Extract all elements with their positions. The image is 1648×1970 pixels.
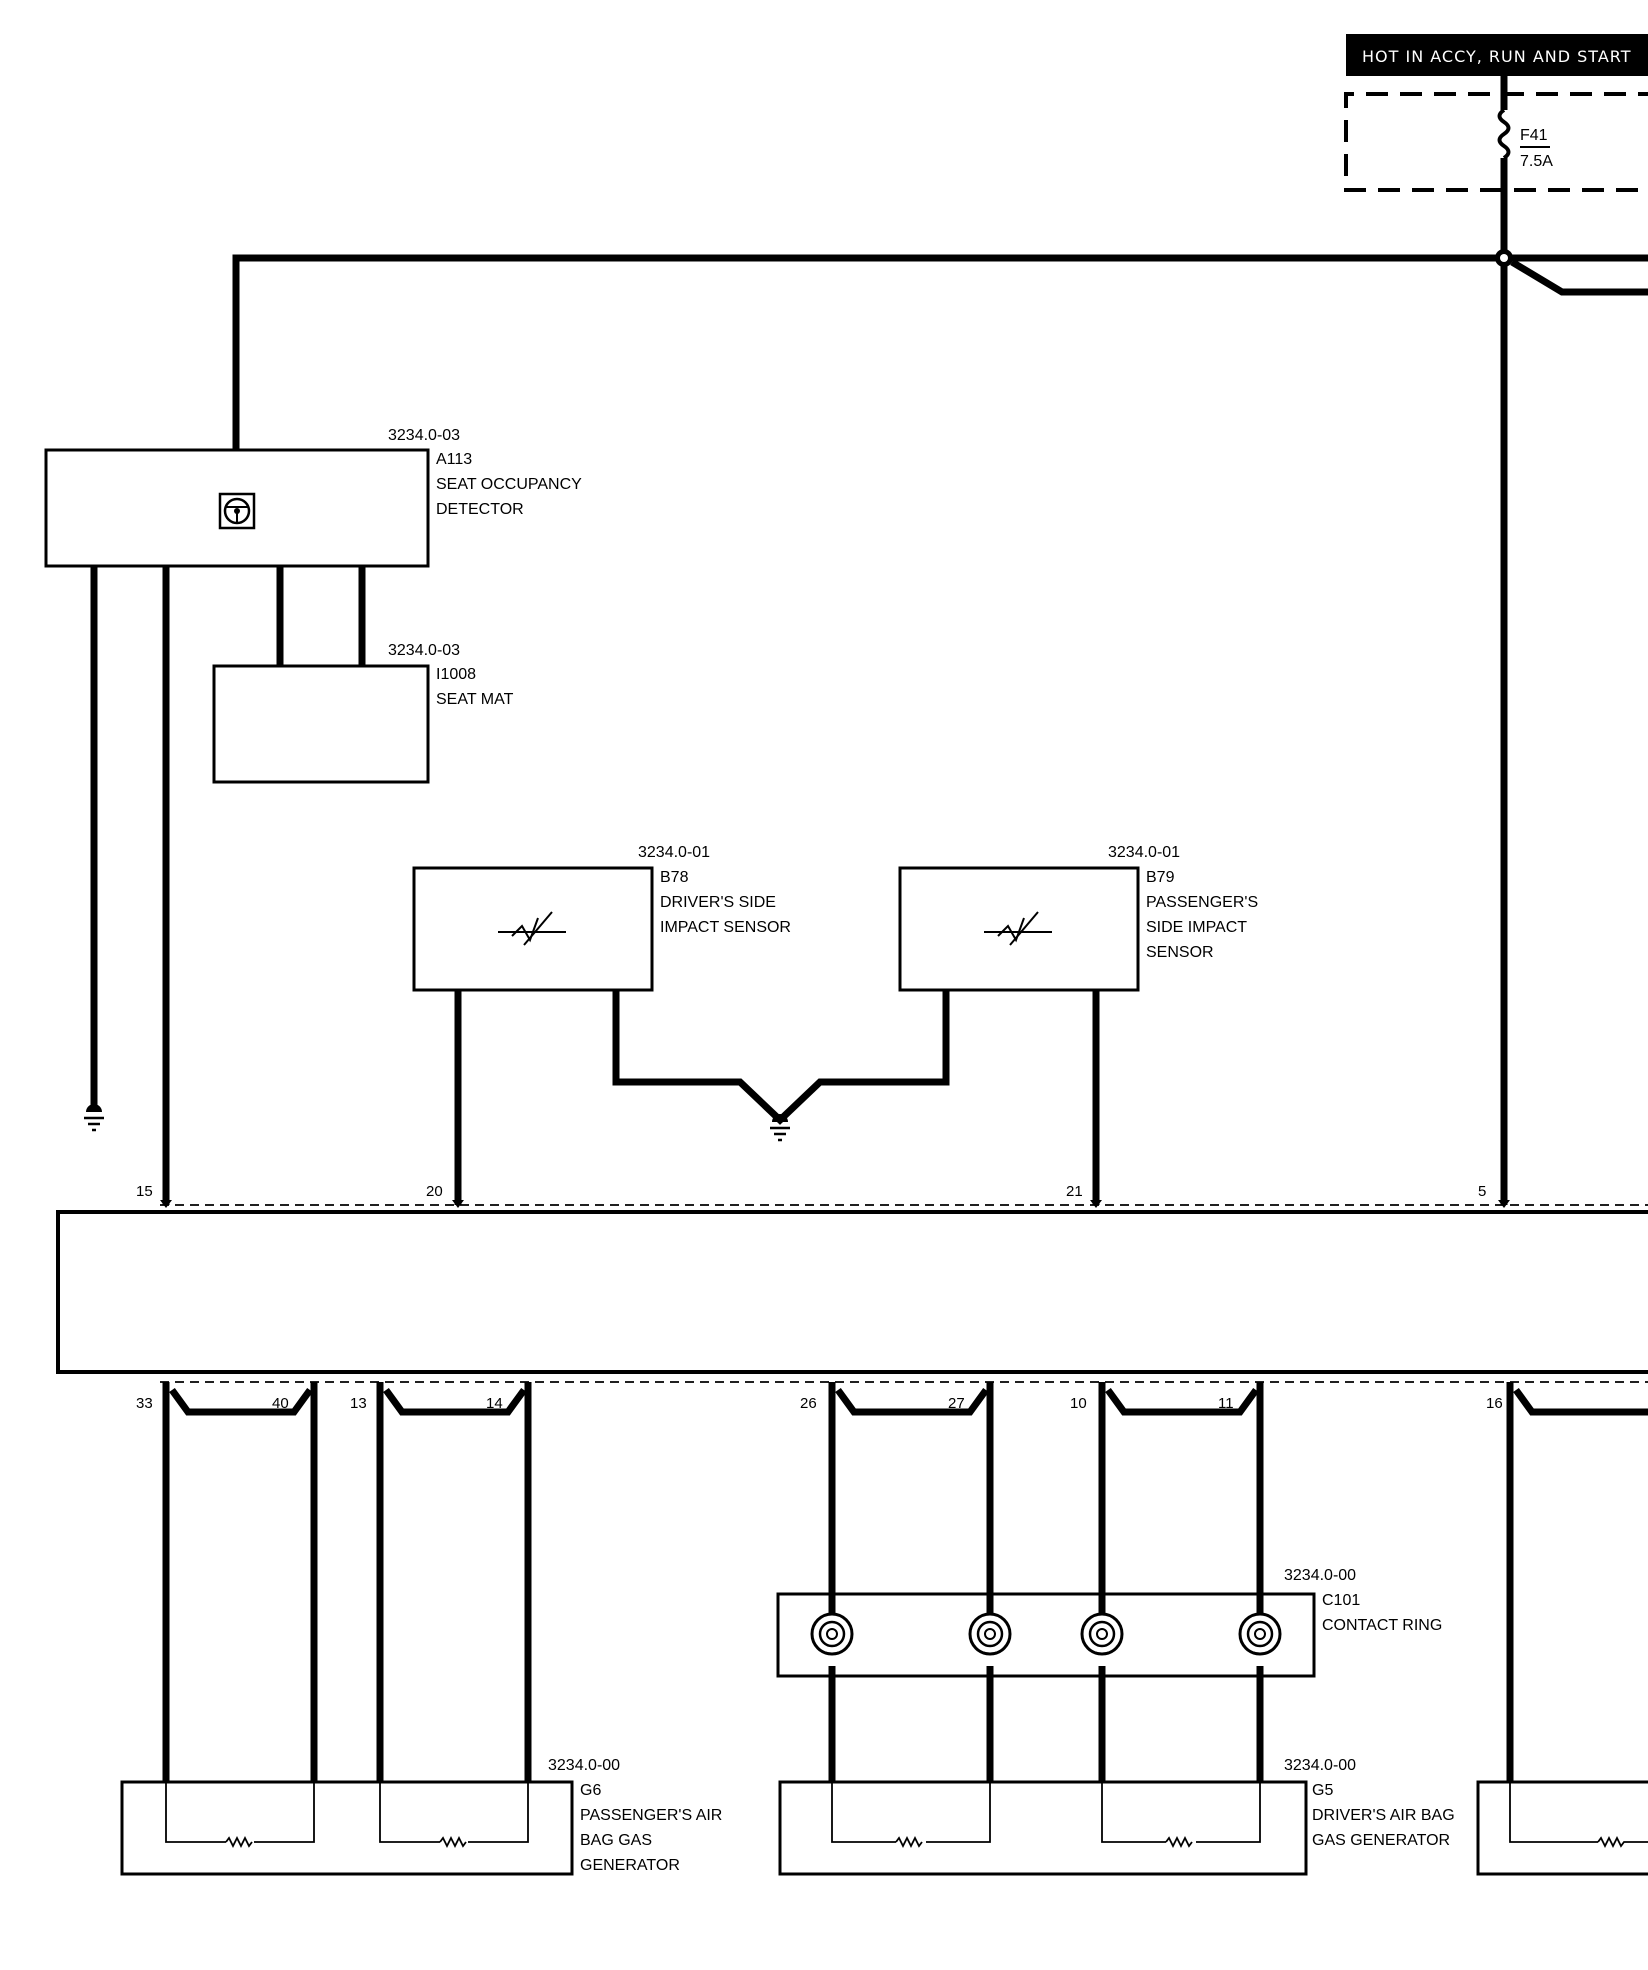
g5-name-1: DRIVER'S AIR BAG: [1312, 1807, 1455, 1824]
b78-name-2: IMPACT SENSOR: [660, 919, 791, 936]
steering-wheel-icon: [218, 492, 256, 530]
a113-name-2: DETECTOR: [436, 501, 524, 518]
fuse-box: F41 7.5A: [1344, 76, 1648, 192]
impact-sensor-icon: [984, 911, 1052, 946]
pin-21: 21: [1066, 1183, 1083, 1200]
coil-icon: [968, 1612, 1012, 1656]
c101-id: C101: [1322, 1592, 1360, 1609]
ground-icon: [770, 1114, 790, 1142]
g5-driver-air-bag-gas-generator: 3234.0-00 G5 DRIVER'S AIR BAG GAS GENERA…: [778, 1757, 1455, 1876]
resistor-icon: [439, 1835, 467, 1849]
pin-40: 40: [272, 1395, 289, 1412]
pin-33: 33: [136, 1395, 153, 1412]
hot-banner: [1346, 34, 1648, 76]
g6-name-1: PASSENGER'S AIR: [580, 1807, 722, 1824]
pin-26: 26: [800, 1395, 817, 1412]
resistor-icon: [1165, 1835, 1193, 1849]
pin-14: 14: [486, 1395, 503, 1412]
a113-id: A113: [436, 451, 472, 468]
b79-id: B79: [1146, 869, 1175, 886]
fuse-rating: 7.5A: [1520, 153, 1553, 170]
a113-name-1: SEAT OCCUPANCY: [436, 476, 582, 493]
b79-name-3: SENSOR: [1146, 944, 1214, 961]
g6-ref: 3234.0-00: [548, 1757, 620, 1774]
pin-13: 13: [350, 1395, 367, 1412]
g5-ref: 3234.0-00: [1284, 1757, 1356, 1774]
control-module: [56, 1204, 1648, 1383]
i1008-id: I1008: [436, 666, 476, 683]
i1008-ref: 3234.0-03: [388, 642, 460, 659]
b78-id: B78: [660, 869, 689, 886]
resistor-icon: [1597, 1835, 1648, 1849]
i1008-name: SEAT MAT: [436, 691, 514, 708]
pin-16: 16: [1486, 1395, 1503, 1412]
b78-name-1: DRIVER'S SIDE: [660, 894, 776, 911]
fuse-icon: [1497, 108, 1511, 160]
top-pin-markers: [160, 1200, 1510, 1208]
resistor-icon: [895, 1835, 923, 1849]
a113-ref: 3234.0-03: [388, 427, 460, 444]
pin-27: 27: [948, 1395, 965, 1412]
b78-driver-side-impact-sensor: 3234.0-01 B78 DRIVER'S SIDE IMPACT SENSO…: [412, 844, 791, 992]
resistor-icon: [225, 1835, 253, 1849]
pin-5: 5: [1478, 1183, 1486, 1200]
coil-icon: [1238, 1612, 1282, 1656]
partial-generator: [1476, 1780, 1648, 1876]
pin-11: 11: [1218, 1395, 1234, 1412]
ground-icon: [84, 1104, 104, 1132]
c101-contact-ring: 3234.0-00 C101 CONTACT RING: [776, 1567, 1442, 1678]
coil-icon: [810, 1612, 854, 1656]
i1008-seat-mat: 3234.0-03 I1008 SEAT MAT: [212, 642, 514, 784]
g6-passenger-air-bag-gas-generator: 3234.0-00 G6 PASSENGER'S AIR BAG GAS GEN…: [120, 1757, 722, 1876]
impact-sensor-icon: [498, 911, 566, 946]
pin-20: 20: [426, 1183, 443, 1200]
b78-ref: 3234.0-01: [638, 844, 710, 861]
a113-seat-occupancy-detector: 3234.0-03 A113 SEAT OCCUPANCY DETECTOR: [44, 427, 582, 568]
c101-ref: 3234.0-00: [1284, 1567, 1356, 1584]
coil-icon: [1080, 1612, 1124, 1656]
hot-banner-label: HOT IN ACCY, RUN AND START: [1362, 47, 1632, 66]
g6-name-2: BAG GAS: [580, 1832, 652, 1849]
power-bus: [232, 190, 1648, 1205]
g5-id: G5: [1312, 1782, 1333, 1799]
b79-name-2: SIDE IMPACT: [1146, 919, 1247, 936]
b79-name-1: PASSENGER'S: [1146, 894, 1258, 911]
fuse-id: F41: [1520, 127, 1548, 144]
c101-name: CONTACT RING: [1322, 1617, 1442, 1634]
pin-10: 10: [1070, 1395, 1087, 1412]
g5-name-2: GAS GENERATOR: [1312, 1832, 1450, 1849]
g6-name-3: GENERATOR: [580, 1857, 680, 1874]
pin-15: 15: [136, 1183, 153, 1200]
bottom-wires: [162, 1382, 1648, 1782]
b79-passenger-side-impact-sensor: 3234.0-01 B79 PASSENGER'S SIDE IMPACT SE…: [898, 844, 1258, 992]
b79-ref: 3234.0-01: [1108, 844, 1180, 861]
g6-id: G6: [580, 1782, 601, 1799]
